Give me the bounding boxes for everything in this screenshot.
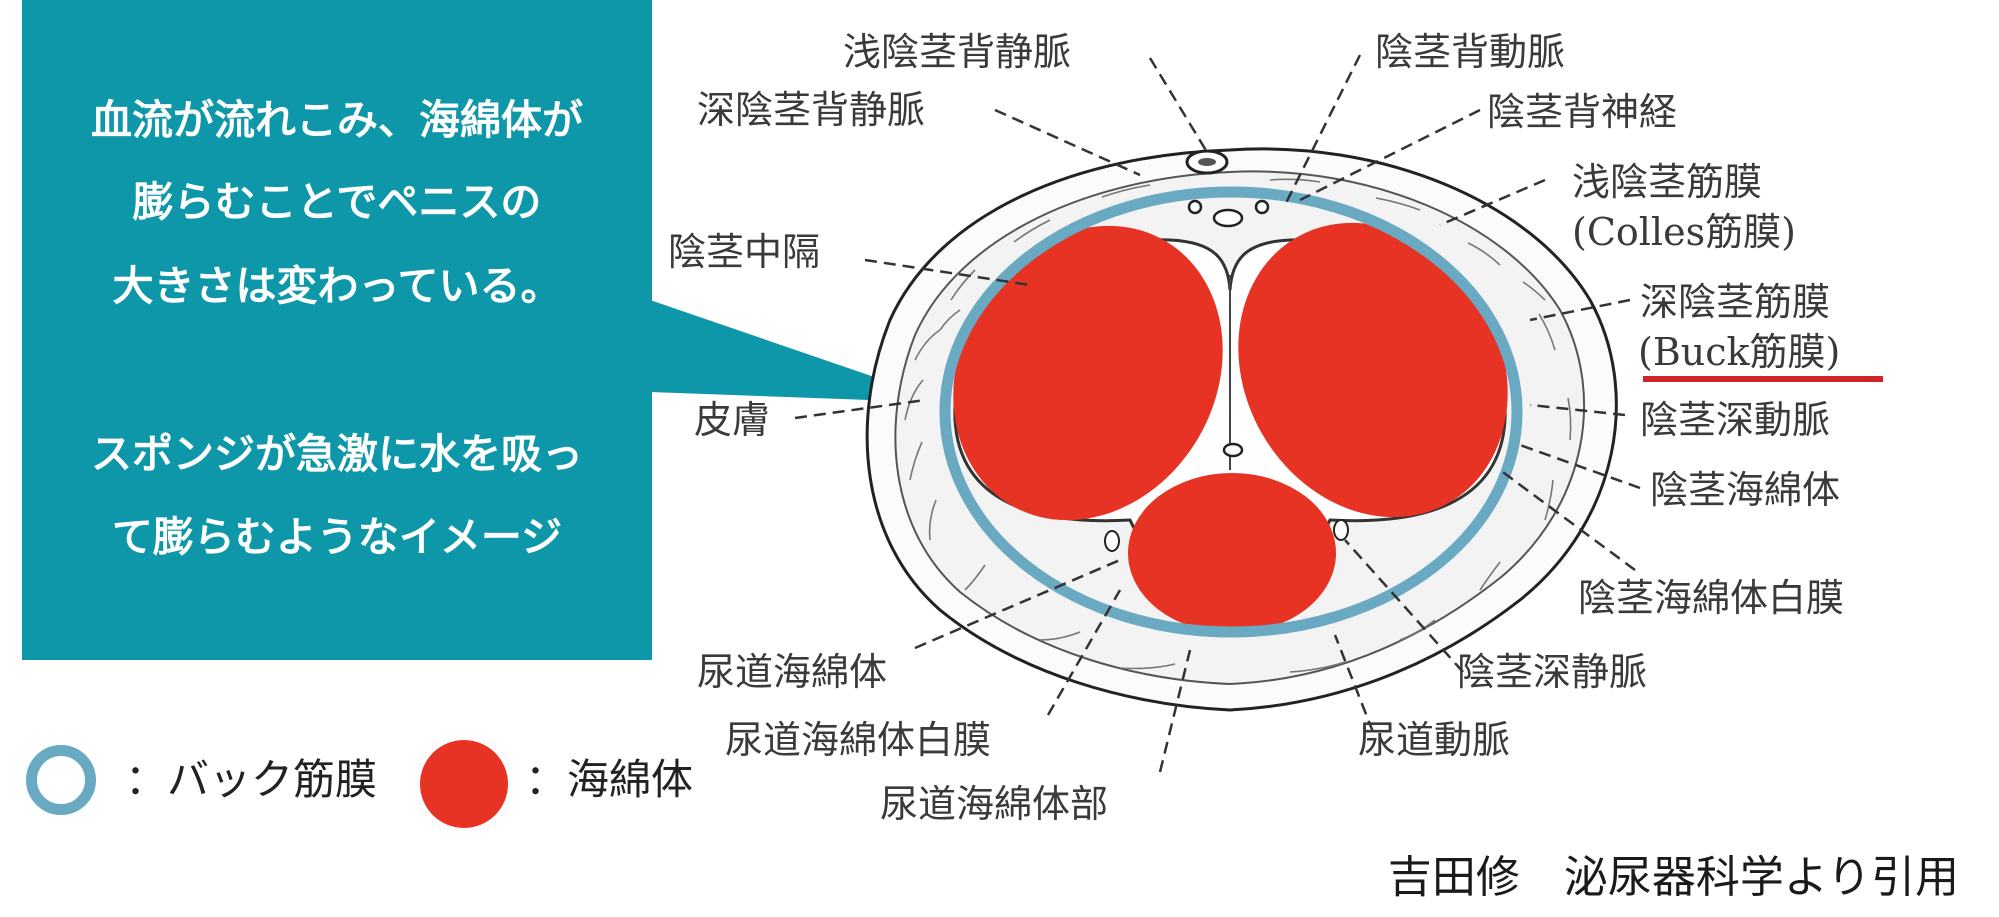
label-corpus-spongiosum: 尿道海綿体: [697, 650, 888, 694]
corpus-cavernosum-right: [1238, 222, 1508, 518]
deep-vein-left: [1104, 530, 1120, 552]
callout-box: [22, 0, 652, 660]
callout-line-3: 大きさは変わっている。: [112, 262, 562, 310]
callout-line-1: 血流が流れこみ、海綿体が: [91, 96, 583, 144]
legend-cavernosum-label: ：海綿体: [525, 755, 694, 804]
label-septum: 陰茎中隔: [668, 230, 821, 274]
label-colles: (Colles筋膜): [1572, 210, 1796, 254]
legend-buck-fascia-label: ：バック筋膜: [125, 755, 378, 804]
label-corpus-cavernosum: 陰茎海綿体: [1650, 468, 1841, 512]
legend-cavernosum-swatch: [420, 740, 508, 828]
corpus-cavernosum-left: [953, 225, 1223, 521]
callout-line-5: て膨らむようなイメージ: [111, 513, 563, 561]
callout-line-2: 膨らむことでペニスの: [132, 178, 542, 226]
label-spongiosum-part: 尿道海綿体部: [880, 782, 1109, 826]
label-deep-fascia: 深陰茎筋膜: [1640, 280, 1831, 324]
label-dorsal-nerve: 陰茎背神経: [1487, 90, 1678, 134]
label-deep-vein: 陰茎深静脈: [1457, 650, 1648, 694]
label-dorsal-artery: 陰茎背動脈: [1375, 30, 1566, 74]
label-tunica-albuginea: 陰茎海綿体白膜: [1578, 576, 1845, 620]
legend-buck-fascia-swatch: [26, 745, 96, 815]
citation: 吉田修 泌尿器科学より引用: [1387, 852, 1959, 903]
label-deep-dorsal-vein: 深陰茎背静脈: [697, 88, 926, 132]
corpus-spongiosum: [1128, 473, 1336, 633]
deep-vein-right: [1333, 519, 1349, 541]
label-buck: (Buck筋膜): [1638, 330, 1841, 374]
callout-line-4: スポンジが急激に水を吸っ: [91, 430, 583, 478]
label-superficial-fascia: 浅陰茎筋膜: [1572, 160, 1763, 204]
label-spongiosum-albuginea: 尿道海綿体白膜: [725, 718, 992, 762]
urethra: [1222, 442, 1244, 458]
label-skin: 皮膚: [694, 398, 771, 442]
dorsal-artery-right: [1254, 199, 1270, 215]
dorsal-artery-left: [1187, 199, 1203, 215]
tissue-texture: [904, 178, 1572, 673]
label-superficial-dorsal-vein: 浅陰茎背静脈: [843, 30, 1072, 74]
deep-dorsal-vein: [1212, 208, 1244, 228]
label-urethral-artery: 尿道動脈: [1358, 718, 1511, 762]
leader-lines: [794, 54, 1641, 773]
label-deep-artery: 陰茎深動脈: [1640, 398, 1831, 442]
buck-fascia-ring: [939, 186, 1523, 638]
buck-underline: [1643, 376, 1883, 382]
